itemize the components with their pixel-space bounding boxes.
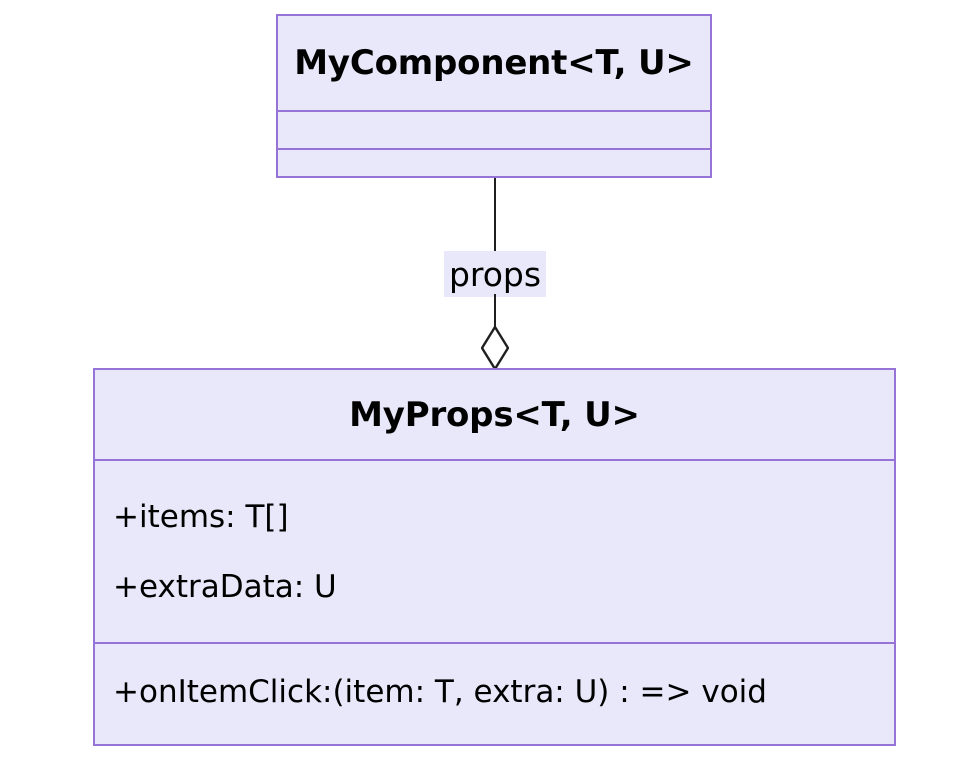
uml-class-mycomponent[interactable]: MyComponent<T, U> bbox=[276, 14, 712, 178]
association-label-props: props bbox=[444, 251, 546, 297]
association-line-upper bbox=[494, 178, 496, 254]
attributes-compartment-mycomponent bbox=[278, 110, 710, 148]
class-name-myprops: MyProps<T, U> bbox=[95, 370, 894, 459]
attribute-items: +items: T[] bbox=[113, 498, 289, 535]
uml-class-myprops[interactable]: MyProps<T, U> +items: T[] +extraData: U … bbox=[93, 368, 896, 746]
method-onitemclick: +onItemClick:(item: T, extra: U) : => vo… bbox=[113, 674, 767, 710]
class-name-mycomponent: MyComponent<T, U> bbox=[278, 16, 710, 110]
aggregation-diamond-icon bbox=[481, 326, 509, 370]
methods-compartment-myprops: +onItemClick:(item: T, extra: U) : => vo… bbox=[95, 642, 894, 740]
methods-compartment-mycomponent bbox=[278, 148, 710, 176]
attributes-compartment-myprops: +items: T[] +extraData: U bbox=[95, 459, 894, 642]
attribute-extradata: +extraData: U bbox=[113, 568, 337, 605]
association-line-lower bbox=[494, 294, 496, 328]
